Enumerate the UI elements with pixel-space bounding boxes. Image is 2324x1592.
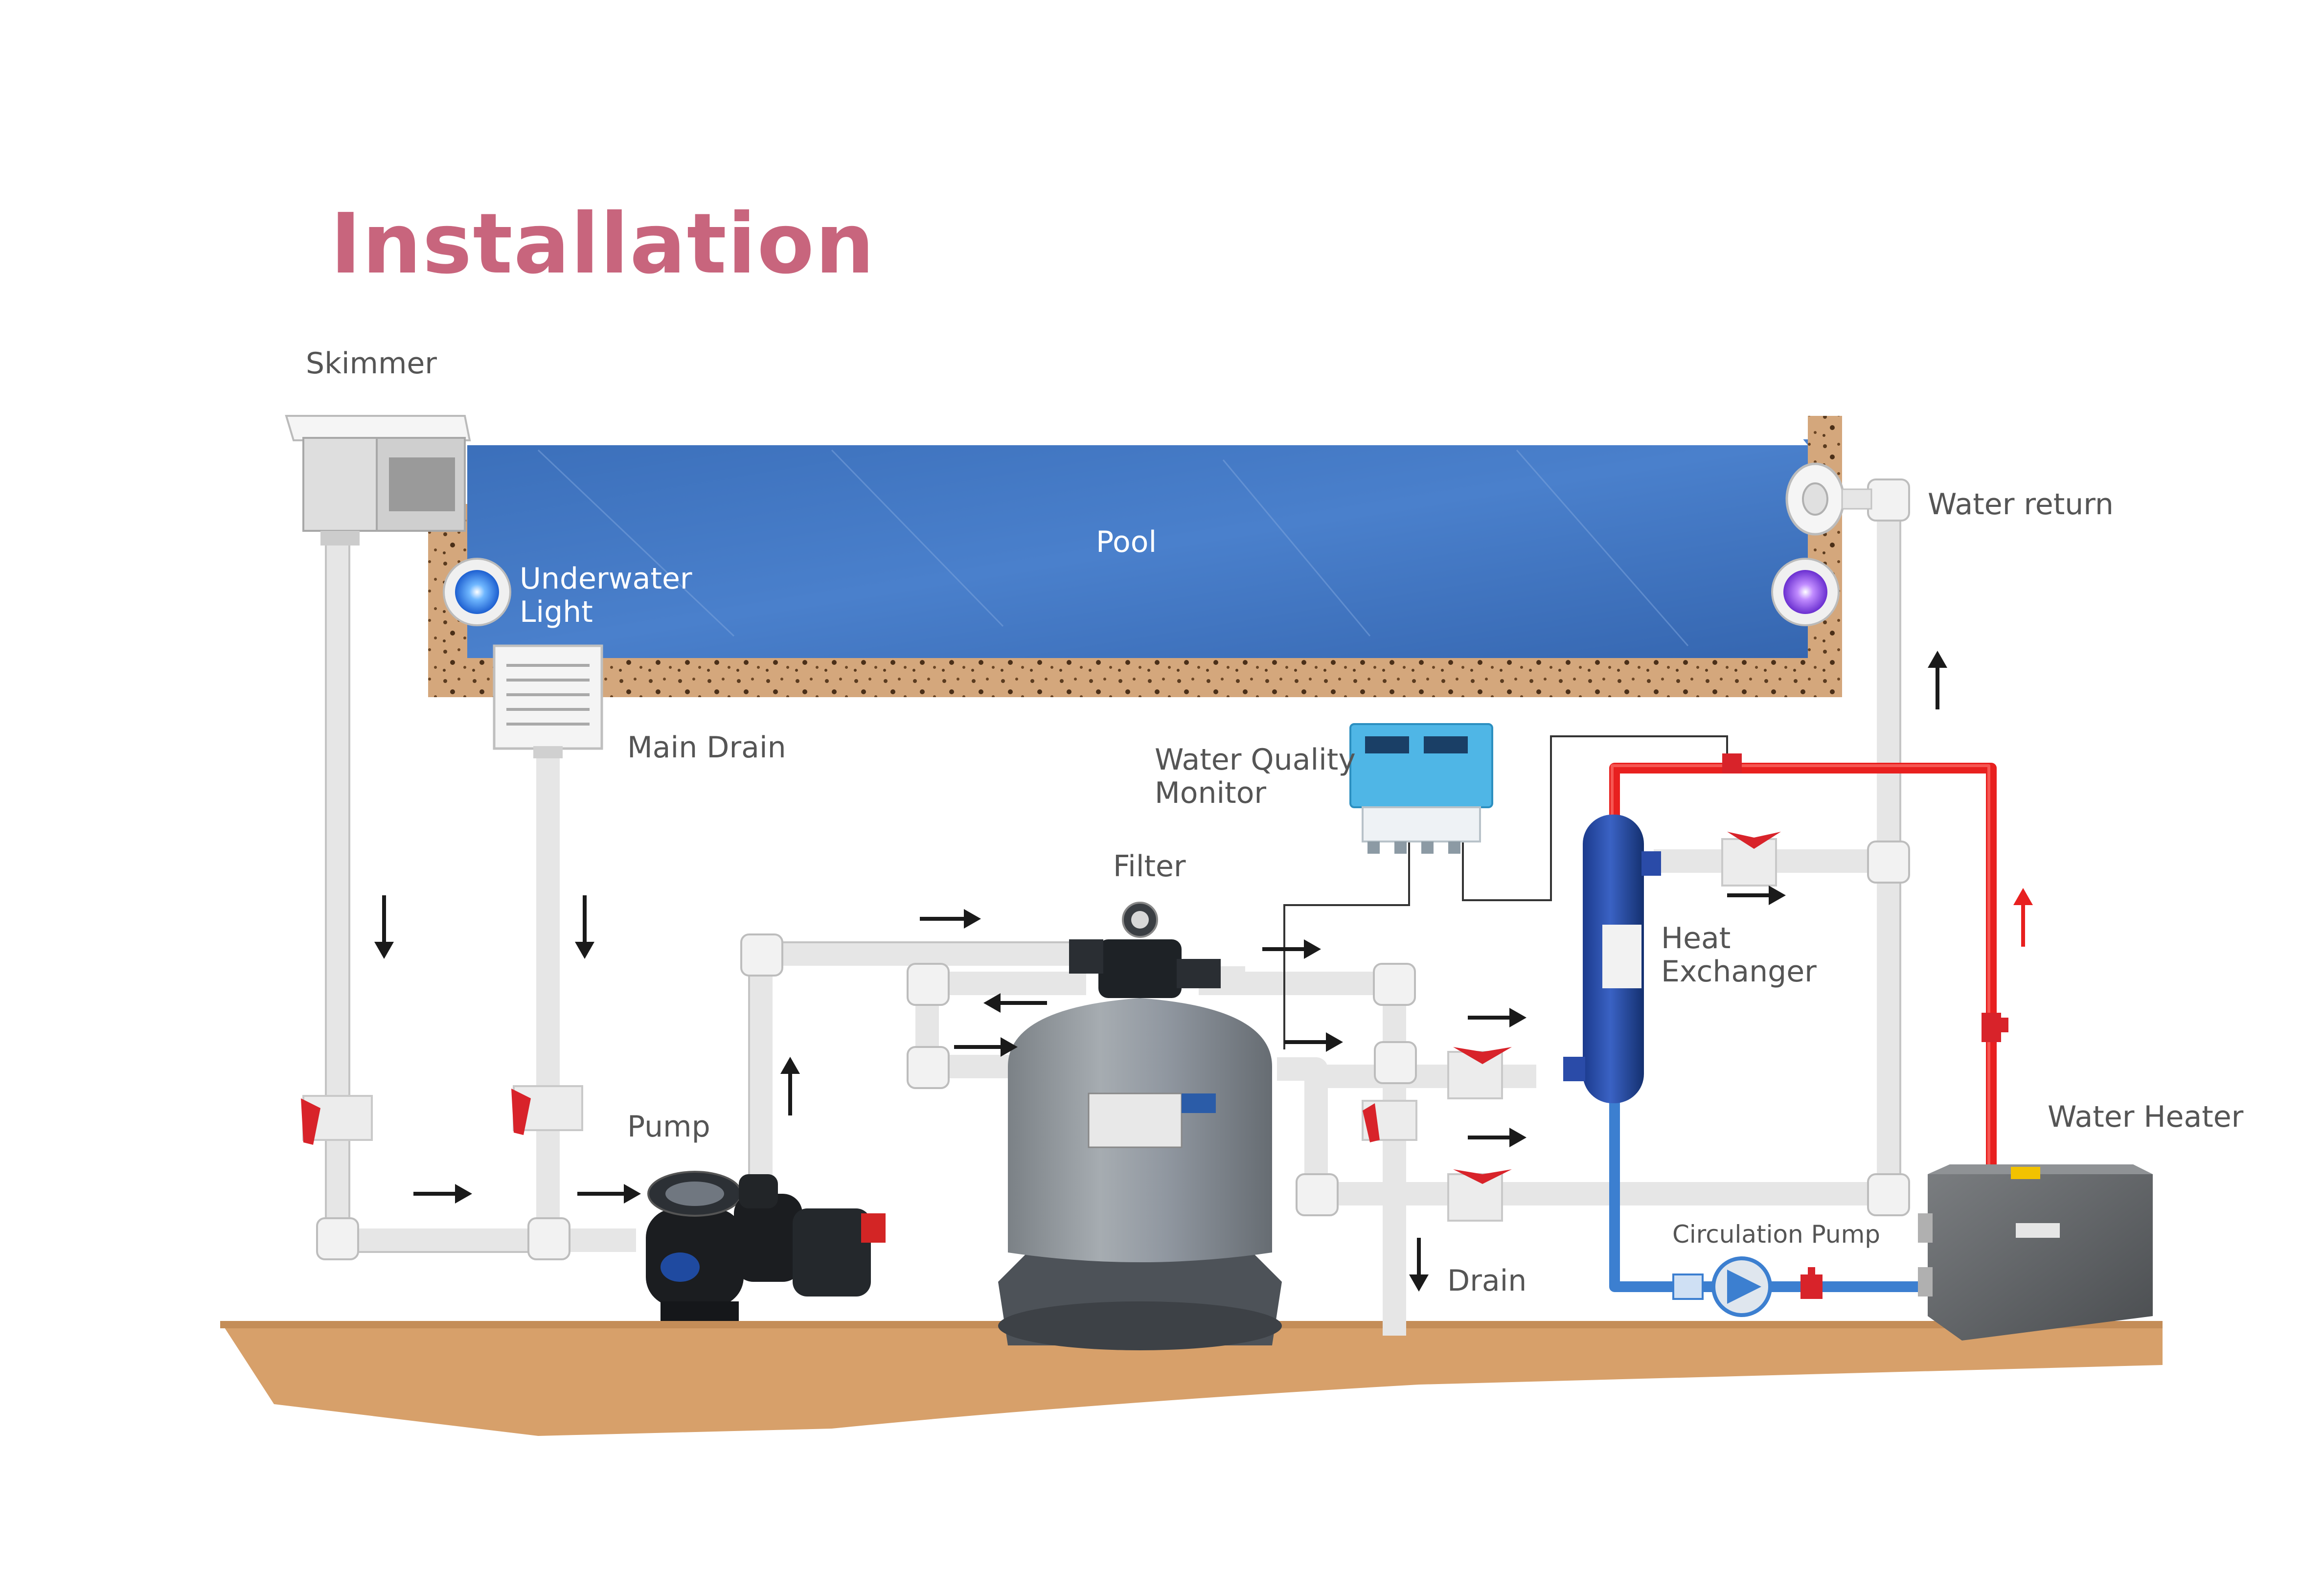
flow-arrow-icon bbox=[780, 1057, 800, 1115]
flow-arrow-icon bbox=[2013, 888, 2033, 947]
flow-arrow-icon bbox=[413, 1184, 472, 1204]
heat-exchanger-icon bbox=[1563, 815, 1661, 1103]
label-water-return: Water return bbox=[1928, 487, 2114, 522]
flow-arrow-icon bbox=[1727, 886, 1786, 905]
label-water-quality-monitor: Water Quality Monitor bbox=[1155, 743, 1356, 810]
water-heater-icon bbox=[1918, 1164, 2153, 1341]
cold-water-pipe bbox=[1609, 1096, 1937, 1292]
monitor-wires bbox=[1283, 735, 1728, 1049]
circulation-pump-icon bbox=[1672, 1256, 1772, 1317]
page-title: Installation bbox=[330, 196, 876, 293]
label-drain: Drain bbox=[1447, 1264, 1527, 1298]
flow-arrows bbox=[374, 651, 1947, 1292]
label-heat-exchanger: Heat Exchanger bbox=[1661, 921, 1817, 989]
underwater-light-icon bbox=[1771, 558, 1840, 626]
water-quality-monitor-icon bbox=[1349, 723, 1493, 854]
ground-slab bbox=[220, 1321, 2163, 1436]
flow-arrow-icon bbox=[575, 895, 594, 959]
flow-arrow-icon bbox=[1468, 1008, 1527, 1027]
pool-waves bbox=[467, 432, 1808, 445]
main-drain-grate-icon bbox=[493, 644, 603, 758]
ball-valve-icon bbox=[301, 753, 2008, 1299]
flow-arrow-icon bbox=[1409, 1238, 1429, 1292]
underwater-light-icon bbox=[443, 558, 511, 626]
flow-arrow-icon bbox=[954, 1037, 1018, 1057]
label-main-drain: Main Drain bbox=[627, 730, 786, 765]
flow-arrow-icon bbox=[1284, 1032, 1343, 1052]
pipe-fittings bbox=[316, 478, 1910, 1260]
skimmer-icon bbox=[285, 415, 471, 546]
label-filter: Filter bbox=[1113, 849, 1186, 884]
check-valve-icon bbox=[1447, 832, 1781, 1222]
flow-arrow-icon bbox=[577, 1184, 641, 1204]
flow-arrow-icon bbox=[1468, 1128, 1527, 1147]
water-return-inlet-icon bbox=[1785, 462, 1872, 536]
label-water-heater: Water Heater bbox=[2048, 1100, 2244, 1134]
pump-icon bbox=[646, 1171, 886, 1321]
label-circulation-pump: Circulation Pump bbox=[1672, 1220, 1881, 1249]
filter-tank-icon bbox=[998, 902, 1282, 1350]
label-pool: Pool bbox=[1096, 525, 1157, 559]
label-underwater-light: Underwater Light bbox=[520, 562, 692, 629]
label-skimmer: Skimmer bbox=[306, 346, 437, 381]
flow-arrow-icon bbox=[1262, 939, 1321, 959]
flow-arrow-icon bbox=[374, 895, 394, 959]
flow-arrow-icon bbox=[920, 909, 981, 929]
flow-arrow-icon bbox=[983, 993, 1047, 1013]
flow-arrow-icon bbox=[1928, 651, 1947, 709]
pool-water bbox=[467, 439, 1808, 658]
label-pump: Pump bbox=[627, 1110, 710, 1144]
hot-water-pipe bbox=[1609, 763, 1997, 1169]
